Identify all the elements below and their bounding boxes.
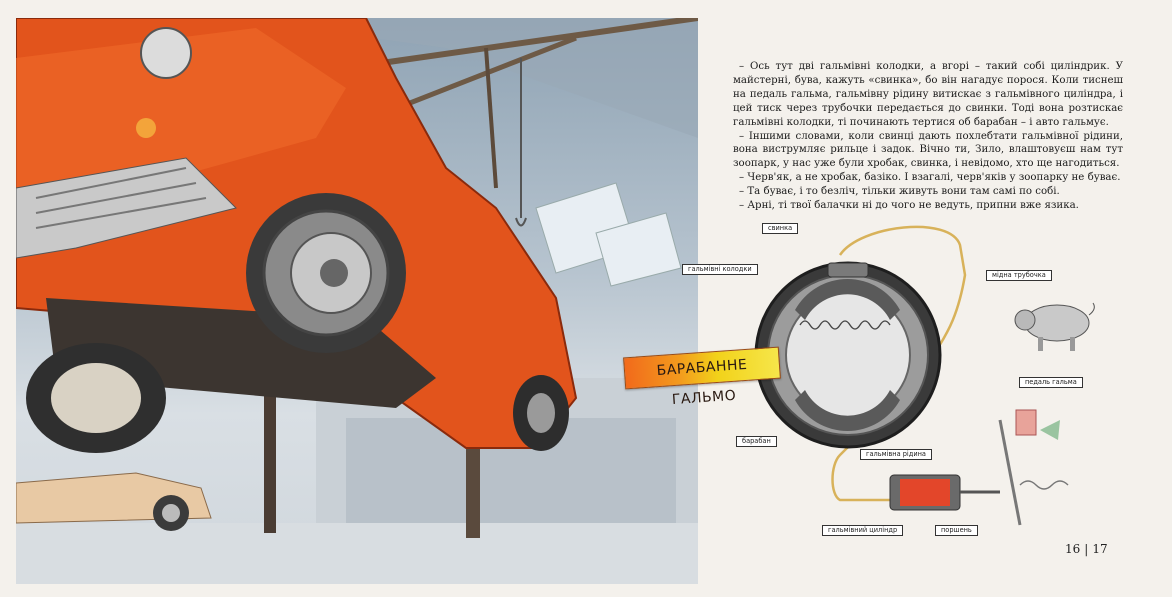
story-paragraph-4: – Та буває, і то безліч, тільки живуть в… bbox=[739, 186, 1060, 198]
label-svynka: свинка bbox=[762, 223, 799, 234]
label-ridyna: гальмівна рідина bbox=[860, 449, 932, 460]
label-baraban: барабан bbox=[736, 436, 777, 447]
master-cylinder-icon bbox=[889, 474, 1000, 511]
illustration-drawing bbox=[16, 18, 698, 584]
story-paragraph-2: – Іншими словами, коли свинці дають похл… bbox=[733, 130, 1123, 170]
story-paragraph-1: – Ось тут дві гальмівні колодки, а вгорі… bbox=[733, 61, 1123, 128]
label-pedal: педаль гальма bbox=[1019, 377, 1083, 388]
page-number-separator: | bbox=[1084, 542, 1089, 556]
label-tsylindr: гальмівний циліндр bbox=[822, 525, 904, 536]
car-on-lift-illustration bbox=[16, 18, 698, 584]
story-paragraph-3: – Черв'як, а не хробак, базіко. І взагал… bbox=[739, 172, 1121, 184]
brake-pedal-icon bbox=[998, 409, 1069, 526]
label-kolodky: гальмівні колодки bbox=[682, 264, 758, 275]
brake-diagram bbox=[754, 225, 1095, 526]
pig-icon bbox=[1014, 302, 1095, 351]
label-trubochka: мідна трубочка bbox=[986, 270, 1052, 281]
page-number-right: 17 bbox=[1092, 542, 1108, 556]
page-number-left: 16 bbox=[1065, 542, 1081, 556]
label-porshen: поршень bbox=[935, 525, 978, 536]
story-paragraph-5: – Арні, ті твої балачки ні до чого не ве… bbox=[739, 200, 1079, 212]
page-numbers: 16|17 bbox=[1065, 542, 1108, 556]
story-text: – Ось тут дві гальмівні колодки, а вгорі… bbox=[733, 60, 1123, 213]
